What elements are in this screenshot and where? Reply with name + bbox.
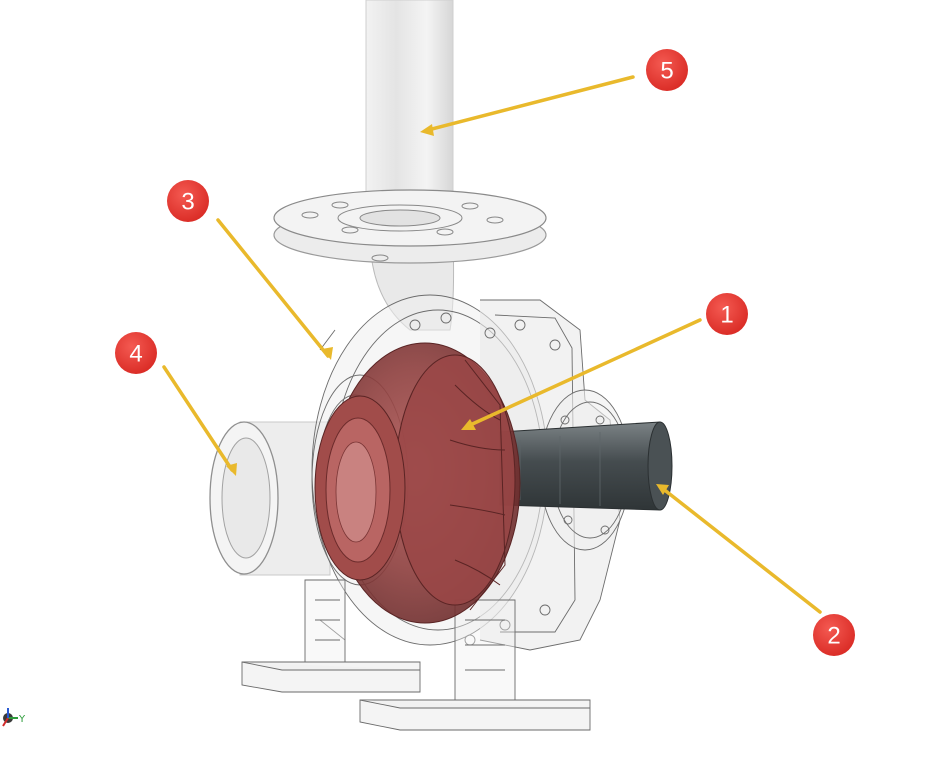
- callout-1: 1: [706, 293, 748, 335]
- suction-pipe: [209, 421, 331, 576]
- orientation-triad: Y: [2, 708, 26, 727]
- callout-5: 5: [646, 49, 688, 91]
- arrowhead-4: [226, 463, 237, 476]
- leader-line-4: [162, 365, 234, 472]
- svg-text:1: 1: [720, 302, 733, 329]
- discharge-flange: [273, 189, 547, 264]
- pump-base: [241, 579, 591, 731]
- svg-text:3: 3: [181, 189, 194, 216]
- leader-arrowheads: [226, 124, 669, 495]
- arrowhead-2: [656, 484, 669, 495]
- leader-line-3: [216, 218, 330, 358]
- arrowhead-3: [322, 347, 333, 360]
- callout-2: 2: [813, 614, 855, 656]
- shaft: [499, 421, 673, 511]
- svg-text:4: 4: [129, 341, 142, 368]
- arrowhead-1: [461, 419, 476, 430]
- leader-line-1: [466, 318, 702, 428]
- leader-line-5: [426, 75, 635, 132]
- arrowhead-5: [420, 124, 434, 136]
- leader-lines: [162, 75, 822, 614]
- svg-text:Y: Y: [18, 714, 26, 725]
- discharge-pipe: [365, 0, 455, 331]
- callout-4: 4: [115, 332, 157, 374]
- callout-3: 3: [167, 180, 209, 222]
- svg-text:2: 2: [827, 623, 840, 650]
- impeller: [314, 342, 521, 624]
- leader-line-2: [660, 486, 822, 614]
- svg-text:5: 5: [660, 58, 673, 85]
